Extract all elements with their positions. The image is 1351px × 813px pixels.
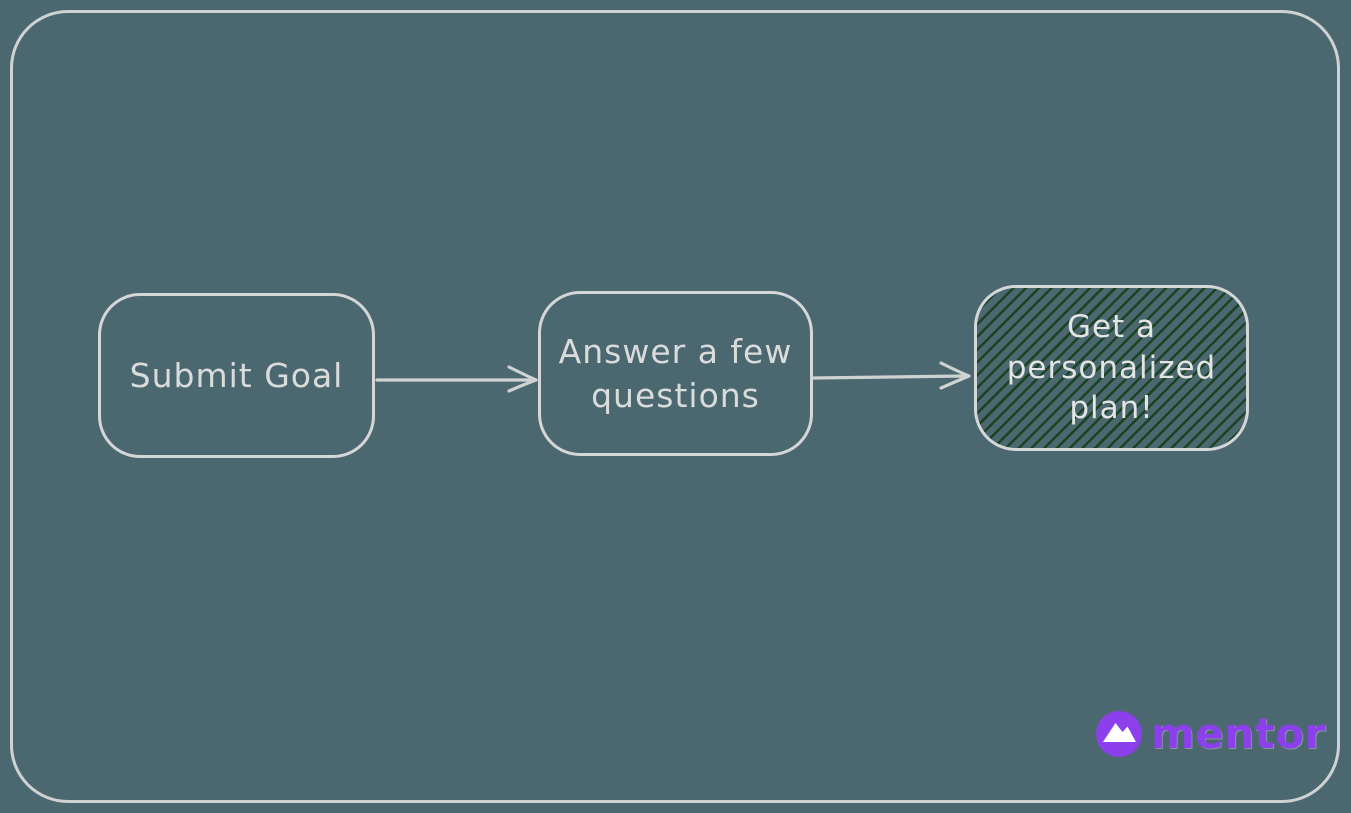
flow-node-submit-goal: Submit Goal — [98, 293, 375, 458]
flow-node-label: Answer a few questions — [558, 331, 793, 415]
flow-node-label: Get a personalized plan! — [1006, 308, 1217, 427]
mentor-wordmark: mentor — [1151, 709, 1326, 758]
flow-node-personalized-plan: Get a personalized plan! — [974, 285, 1249, 451]
flow-node-label: Submit Goal — [129, 355, 344, 395]
mountain-icon — [1096, 711, 1142, 757]
mentor-logo: mentor — [1096, 711, 1326, 757]
flow-node-answer-questions: Answer a few questions — [538, 291, 813, 456]
diagram-frame — [10, 10, 1340, 803]
